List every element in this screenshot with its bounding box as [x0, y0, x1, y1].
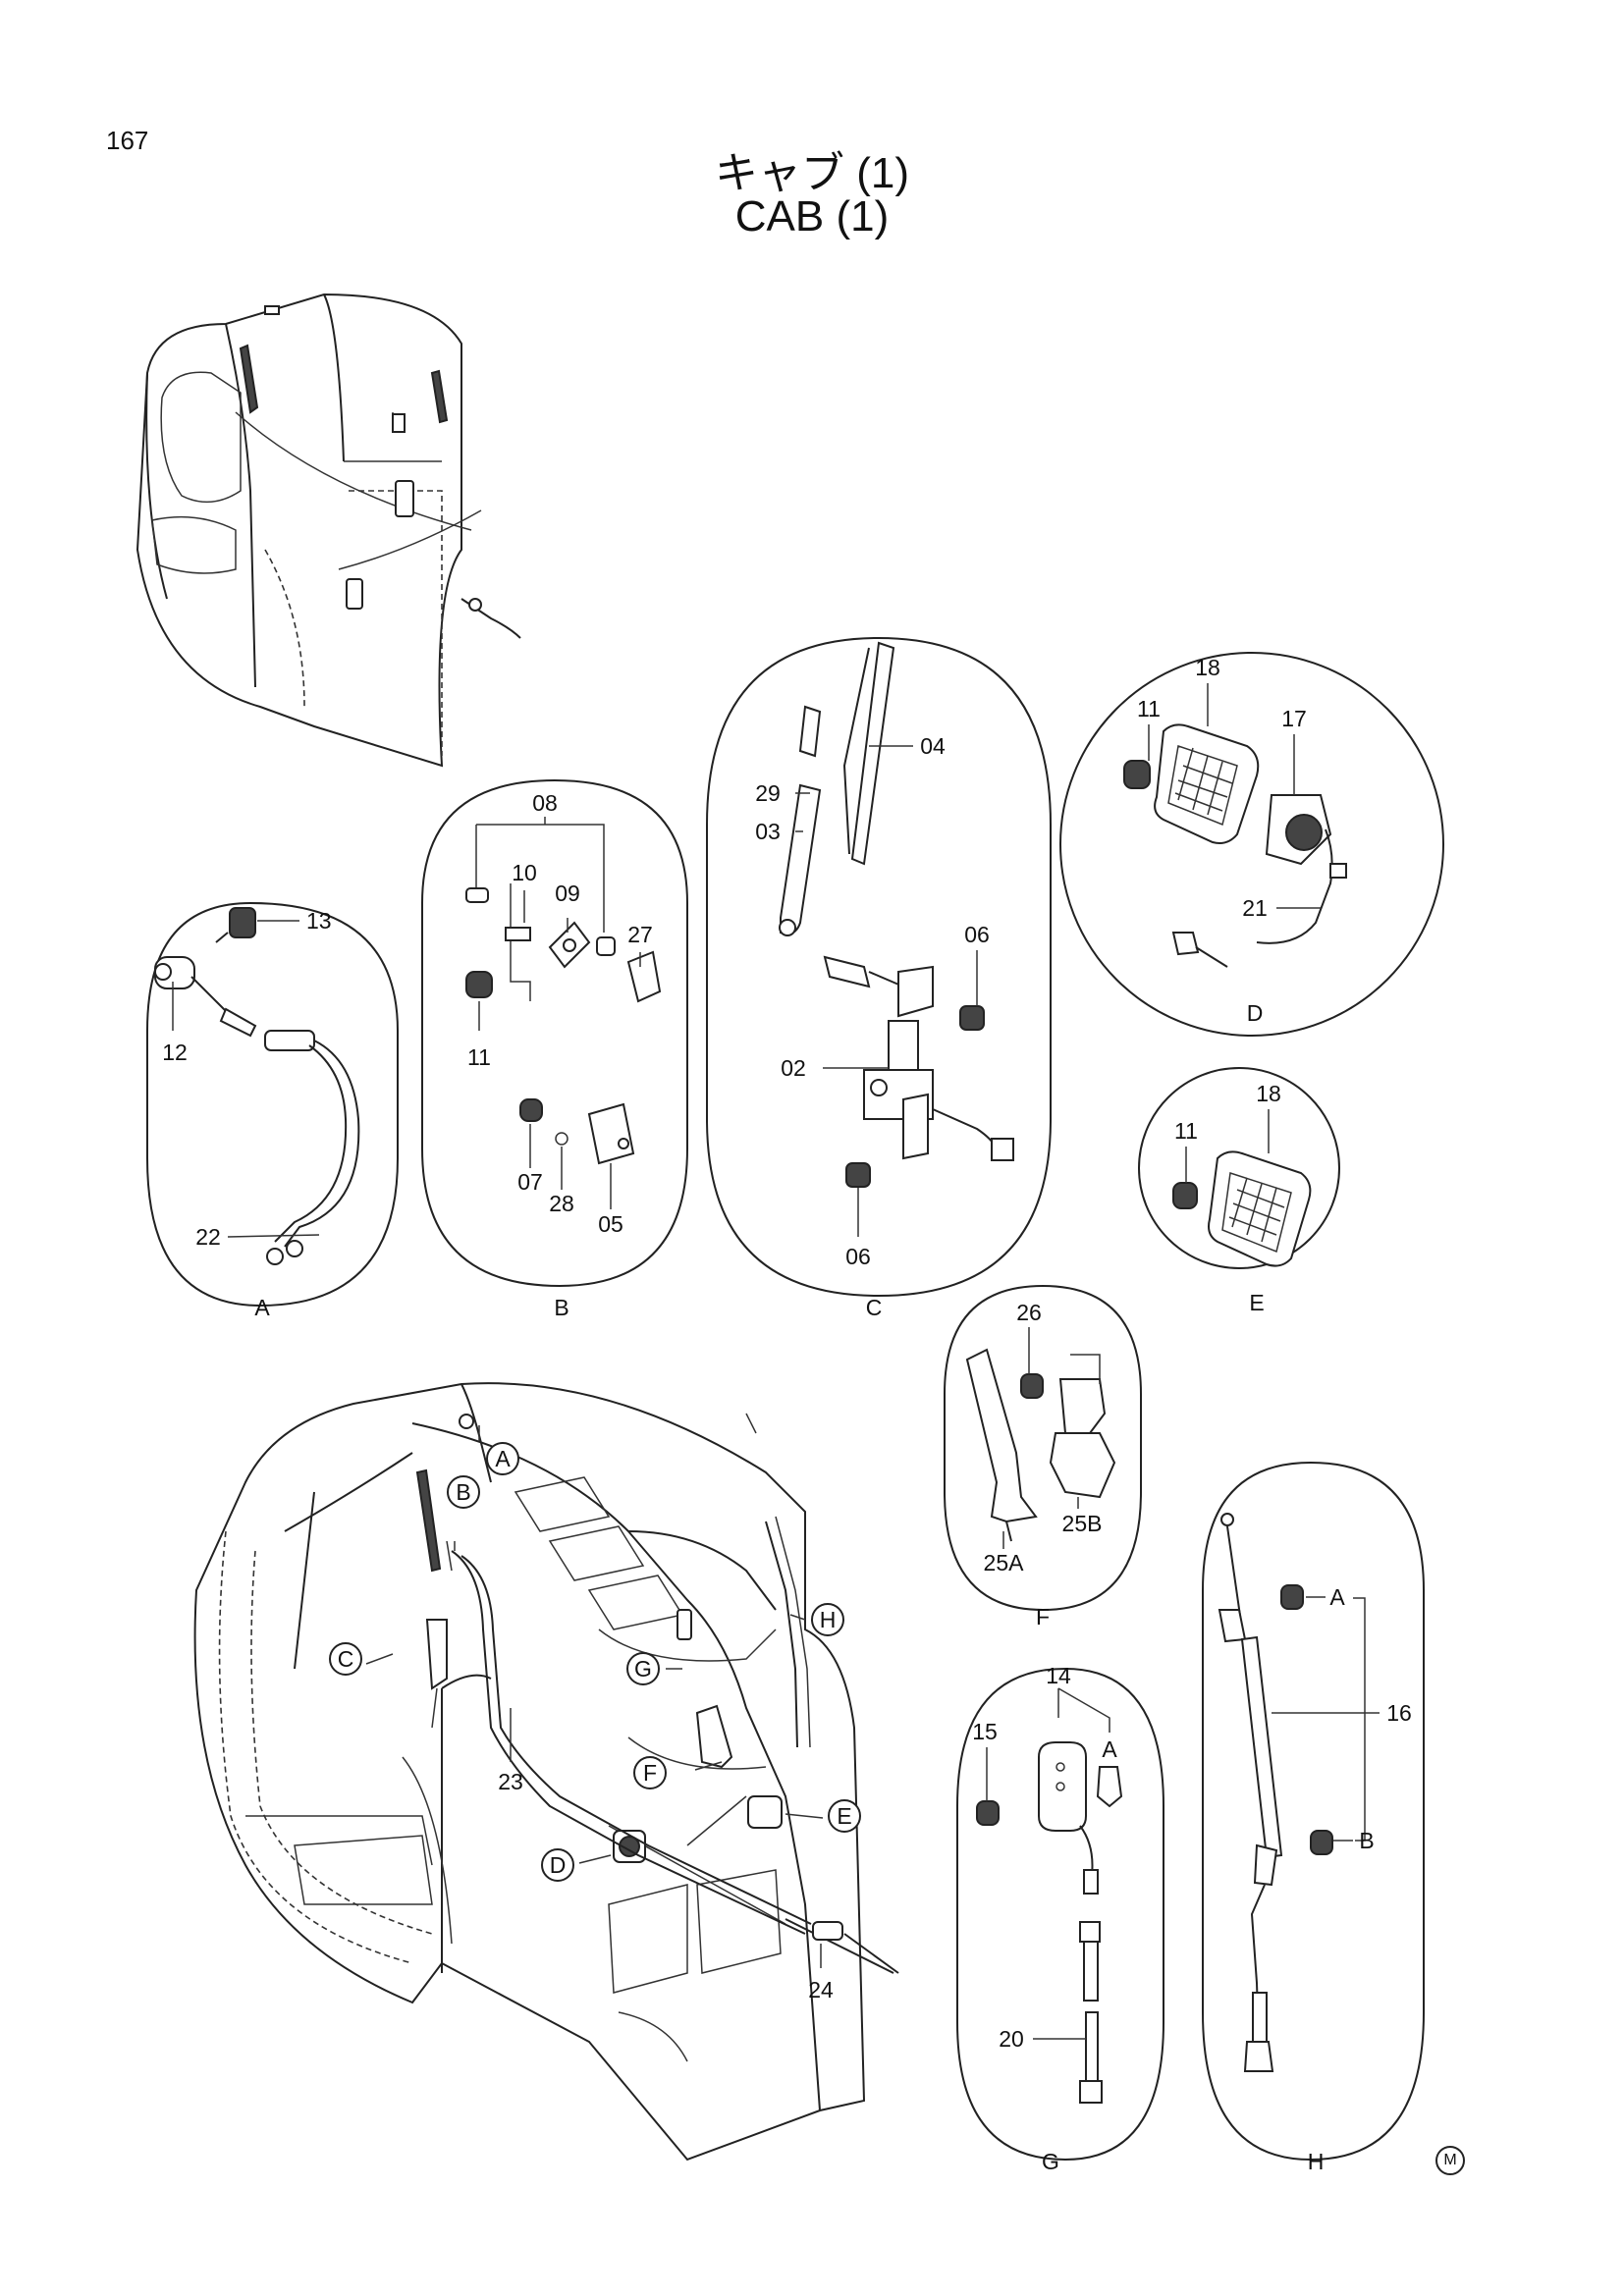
part-label: 22: [195, 1224, 221, 1250]
svg-text:B: B: [456, 1479, 470, 1505]
part-label: 16: [1386, 1700, 1412, 1726]
detail-letter-g: G: [1042, 2149, 1059, 2174]
svg-text:C: C: [338, 1646, 354, 1672]
part-label: 14: [1046, 1663, 1071, 1688]
part-label: 20: [999, 2026, 1024, 2052]
part-label: 11: [1174, 1118, 1198, 1144]
part-label: 09: [555, 881, 580, 906]
detail-d: [1059, 652, 1444, 1037]
part-label: 02: [781, 1055, 806, 1081]
part-label: 24: [808, 1977, 834, 2002]
part-label: 17: [1281, 706, 1307, 731]
part-label: 25B: [1062, 1511, 1103, 1536]
part-labels: 13 12 22 08 10 09 27 11 07 28 05 29 03 0…: [162, 655, 1412, 2052]
cab-callouts: A B C G H F E D: [329, 1442, 861, 1882]
detail-c: [706, 636, 1052, 1298]
part-label: B: [1359, 1828, 1374, 1853]
part-label: 18: [1256, 1081, 1281, 1106]
part-label: 12: [162, 1040, 188, 1065]
detail-letter-h: H: [1308, 2149, 1325, 2174]
cab-overview-drawing: [135, 293, 521, 768]
svg-text:A: A: [495, 1446, 511, 1471]
part-label: 08: [532, 790, 558, 816]
svg-text:F: F: [643, 1760, 657, 1786]
part-label: 21: [1242, 895, 1268, 921]
part-label: 04: [920, 733, 946, 759]
svg-text:G: G: [634, 1656, 652, 1682]
callout-h: H: [811, 1603, 844, 1636]
callout-d: D: [541, 1848, 574, 1882]
callout-f: F: [633, 1756, 667, 1789]
page-title-english: CAB (1): [734, 192, 890, 240]
part-label: A: [1102, 1736, 1117, 1762]
detail-letter-c: C: [866, 1295, 883, 1320]
part-label: 11: [467, 1044, 491, 1070]
detail-letter-b: B: [554, 1295, 568, 1320]
page-title-japanese: キャブ (1): [715, 149, 909, 197]
part-label: 03: [755, 819, 781, 844]
detail-letter-e: E: [1249, 1290, 1264, 1315]
detail-e: [1138, 1067, 1340, 1269]
part-label: A: [1329, 1584, 1345, 1610]
svg-text:H: H: [820, 1607, 837, 1632]
detail-h: [1202, 1461, 1425, 2162]
part-label: 28: [549, 1191, 574, 1216]
detail-f: [944, 1284, 1142, 1612]
callout-c: C: [329, 1642, 362, 1676]
detail-letter-d: D: [1247, 1000, 1264, 1026]
part-label: 10: [512, 860, 537, 885]
part-label: 23: [498, 1769, 523, 1794]
detail-b: [421, 778, 688, 1288]
callout-a: A: [486, 1442, 519, 1475]
callout-g: G: [626, 1652, 660, 1685]
part-label: 06: [964, 922, 990, 947]
part-label: 13: [306, 908, 332, 934]
part-label: 06: [845, 1244, 871, 1269]
part-label: 15: [972, 1719, 998, 1744]
part-label: 29: [755, 780, 781, 806]
detail-letter-f: F: [1036, 1604, 1050, 1629]
detail-g: [956, 1667, 1164, 2162]
svg-text:E: E: [837, 1803, 851, 1829]
part-label: 05: [598, 1211, 623, 1237]
cab-main-drawing: [193, 1382, 899, 2162]
part-label: 27: [627, 922, 653, 947]
detail-a: [146, 901, 399, 1308]
part-label: 18: [1195, 655, 1220, 680]
leader-lines: [172, 683, 1380, 2040]
page-number: 167: [106, 126, 149, 155]
part-label: 07: [517, 1169, 543, 1195]
detail-letter-a: A: [254, 1295, 270, 1320]
svg-text:D: D: [550, 1852, 567, 1878]
part-label: 11: [1137, 696, 1161, 721]
part-label: 25A: [984, 1550, 1025, 1575]
callout-e: E: [828, 1799, 861, 1833]
callout-b: B: [447, 1475, 480, 1509]
detail-letters: A B C D E F G H: [254, 1000, 1324, 2174]
manufacturer-mark: M: [1435, 2146, 1465, 2175]
part-label: 26: [1016, 1300, 1042, 1325]
